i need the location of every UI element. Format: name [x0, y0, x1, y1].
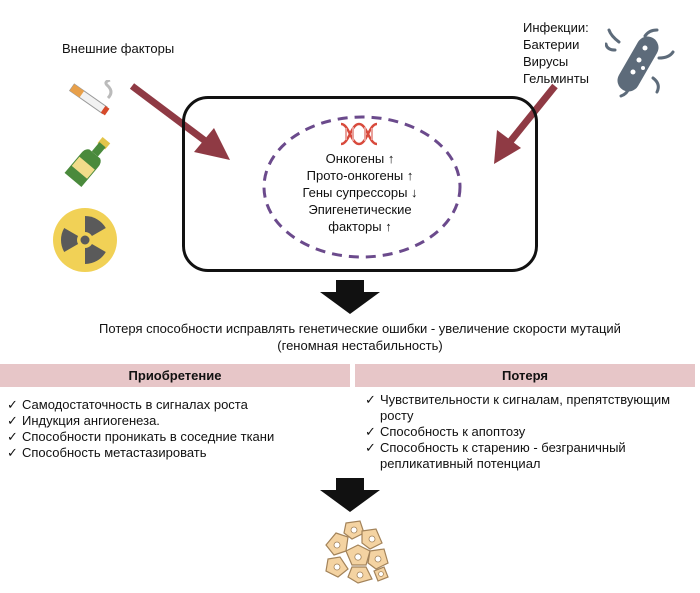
- list-item: ✓Способность метастазировать: [7, 445, 207, 460]
- nucleus-dashed-oval: [262, 115, 462, 259]
- diagram-arrows: [129, 83, 558, 164]
- infections-list: Инфекции: Бактерии Вирусы Гельминты: [523, 19, 613, 87]
- loss-list: ✓Чувствительности к сигналам, препятству…: [365, 392, 685, 472]
- cigarette-icon: [68, 80, 113, 116]
- check-icon: ✓: [7, 413, 18, 428]
- result-line: (геномная нестабильность): [277, 338, 443, 353]
- infections-line: Инфекции:: [523, 20, 589, 35]
- list-item: ✓Самодостаточность в сигналах роста: [7, 397, 248, 412]
- check-icon: ✓: [365, 440, 376, 455]
- radiation-icon: [53, 208, 117, 272]
- check-icon: ✓: [365, 424, 376, 439]
- cell-box: [182, 96, 538, 272]
- infections-line: Вирусы: [523, 54, 569, 69]
- check-icon: ✓: [7, 445, 18, 460]
- infections-line: Гельминты: [523, 71, 590, 86]
- nucleus-factor-line: факторы ↑: [328, 219, 392, 234]
- infections-line: Бактерии: [523, 37, 580, 52]
- infection-arrow-head: [494, 130, 521, 164]
- external-arrow: [129, 83, 215, 149]
- nucleus-factor-line: Прото-онкогены ↑: [306, 168, 414, 183]
- check-icon: ✓: [7, 429, 18, 444]
- nucleus-factors: Онкогены ↑ Прото-онкогены ↑ Гены супресс…: [290, 150, 430, 235]
- loss-header: Потеря: [355, 364, 695, 387]
- gain-header: Приобретение: [0, 364, 350, 387]
- list-item: ✓Индукция ангиогенеза.: [7, 413, 160, 428]
- external-arrow-head: [194, 128, 230, 160]
- check-icon: ✓: [365, 392, 376, 407]
- bacteria-icon: [605, 28, 675, 98]
- list-item: ✓Способность к апоптозу: [365, 424, 526, 439]
- gain-list: ✓Самодостаточность в сигналах роста ✓Инд…: [7, 397, 347, 461]
- list-item: ✓Способность к старению - безграничный р…: [365, 440, 626, 471]
- nucleus-factor-line: Онкогены ↑: [325, 151, 395, 166]
- check-icon: ✓: [7, 397, 18, 412]
- genomic-instability-text: Потеря способности исправлять генетическ…: [40, 320, 680, 354]
- result-line: Потеря способности исправлять генетическ…: [99, 321, 621, 336]
- bottle-icon: [64, 136, 111, 188]
- list-item: ✓Чувствительности к сигналам, препятству…: [365, 392, 671, 423]
- down-arrow: [320, 280, 380, 314]
- external-factors-title: Внешние факторы: [62, 41, 175, 56]
- nucleus-factor-line: Эпигенетические: [308, 202, 412, 217]
- cancer-cells-icon: [325, 520, 389, 584]
- list-item: ✓Способности проникать в соседние ткани: [7, 429, 275, 444]
- nucleus-factor-line: Гены супрессоры ↓: [302, 185, 418, 200]
- down-arrow: [320, 478, 380, 512]
- dna-icon: [340, 122, 378, 146]
